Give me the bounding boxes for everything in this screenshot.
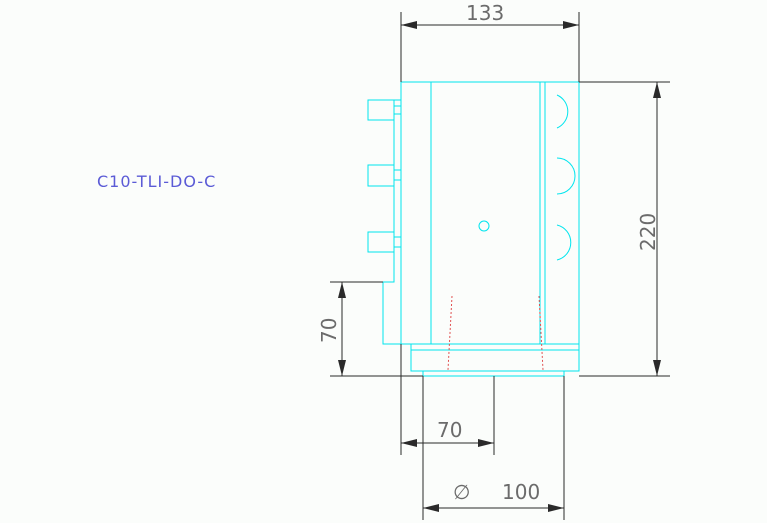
diameter-symbol: ∅ — [453, 480, 470, 504]
arrow-height-top — [653, 82, 661, 98]
connector-bottom — [367, 231, 394, 253]
dim-top-width-text: 133 — [466, 1, 504, 25]
connector-middle — [367, 164, 394, 187]
arrow-left-top — [338, 282, 346, 298]
hidden-line-left — [447, 295, 453, 371]
main-body — [400, 81, 580, 345]
arrow-top-left — [401, 21, 417, 29]
part-code-label: C10-TLI-DO-C — [97, 172, 216, 191]
connector-top — [367, 99, 394, 121]
arrow-diam-left — [423, 504, 439, 512]
right-port-1 — [556, 94, 569, 129]
right-port-3 — [556, 224, 572, 261]
arrow-bottom-right — [478, 439, 494, 447]
dim-height-text: 220 — [636, 213, 660, 251]
arrow-height-bottom — [653, 360, 661, 376]
hidden-line-right — [538, 295, 544, 371]
arrow-top-right — [563, 21, 579, 29]
dimensions — [330, 12, 670, 520]
arrow-left-bottom — [338, 360, 346, 376]
arrow-diam-right — [548, 504, 564, 512]
center-hole — [478, 220, 490, 232]
dim-left-height-text: 70 — [317, 318, 341, 343]
hidden-lines — [447, 295, 544, 371]
left-step — [382, 99, 411, 345]
right-port-2 — [556, 157, 576, 195]
dim-bottom-width-text: 70 — [437, 418, 462, 442]
dim-diameter-text: 100 — [502, 480, 540, 504]
base-flange — [410, 343, 580, 372]
dimension-arrowheads — [338, 21, 661, 512]
part-outline — [367, 81, 580, 377]
arrow-bottom-left — [401, 439, 417, 447]
